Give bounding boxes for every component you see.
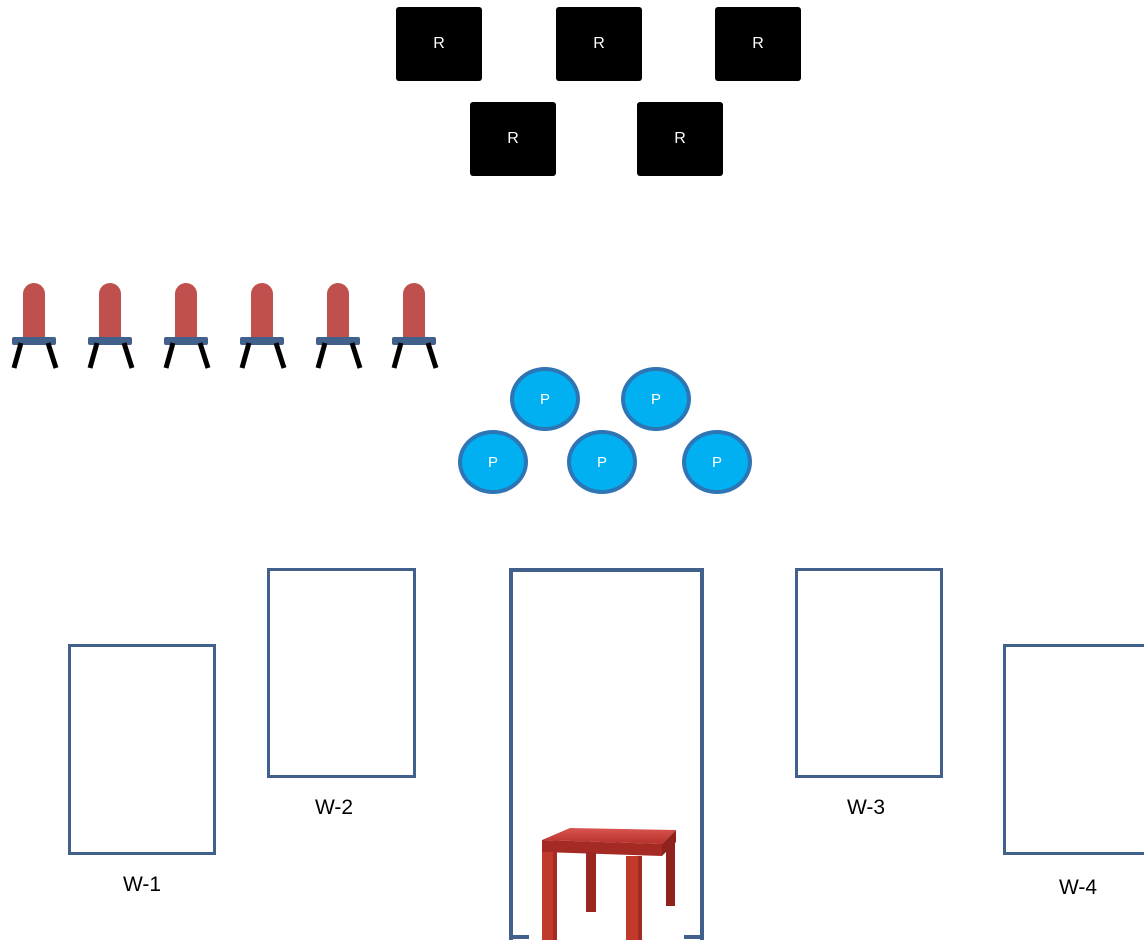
person-circle: P <box>458 430 528 494</box>
workstation-label-w1: W-1 <box>122 873 162 896</box>
person-label: P <box>487 453 498 471</box>
robot-label: R <box>674 130 686 147</box>
person-circle: P <box>682 430 752 494</box>
workstation-label-w4: W-4 <box>1058 876 1098 899</box>
chair-icon <box>87 283 135 369</box>
workstation-frame-w2 <box>267 568 416 778</box>
robot-label: R <box>433 35 445 52</box>
center-area-frame <box>509 568 704 940</box>
person-circle: P <box>567 430 637 494</box>
chair-icon <box>163 283 211 369</box>
robot-label: R <box>752 35 764 52</box>
robot-box: R <box>470 102 556 176</box>
chair-icon <box>391 283 439 369</box>
workstation-label-w2: W-2 <box>314 796 354 819</box>
workstation-frame-w4 <box>1003 644 1144 855</box>
robot-box: R <box>396 7 482 81</box>
person-label: P <box>650 390 661 408</box>
robot-box: R <box>637 102 723 176</box>
robot-label: R <box>593 35 605 52</box>
person-label: P <box>539 390 550 408</box>
person-circle: P <box>621 367 691 431</box>
person-label: P <box>596 453 607 471</box>
robot-label: R <box>507 130 519 147</box>
person-circle: P <box>510 367 580 431</box>
workstation-label-w3: W-3 <box>846 796 886 819</box>
chair-icon <box>11 283 59 369</box>
person-label: P <box>711 453 722 471</box>
chair-icon <box>239 283 287 369</box>
chair-icon <box>315 283 363 369</box>
workstation-frame-w1 <box>68 644 216 855</box>
workstation-frame-w3 <box>795 568 943 778</box>
robot-box: R <box>715 7 801 81</box>
table-icon <box>542 828 676 940</box>
robot-box: R <box>556 7 642 81</box>
